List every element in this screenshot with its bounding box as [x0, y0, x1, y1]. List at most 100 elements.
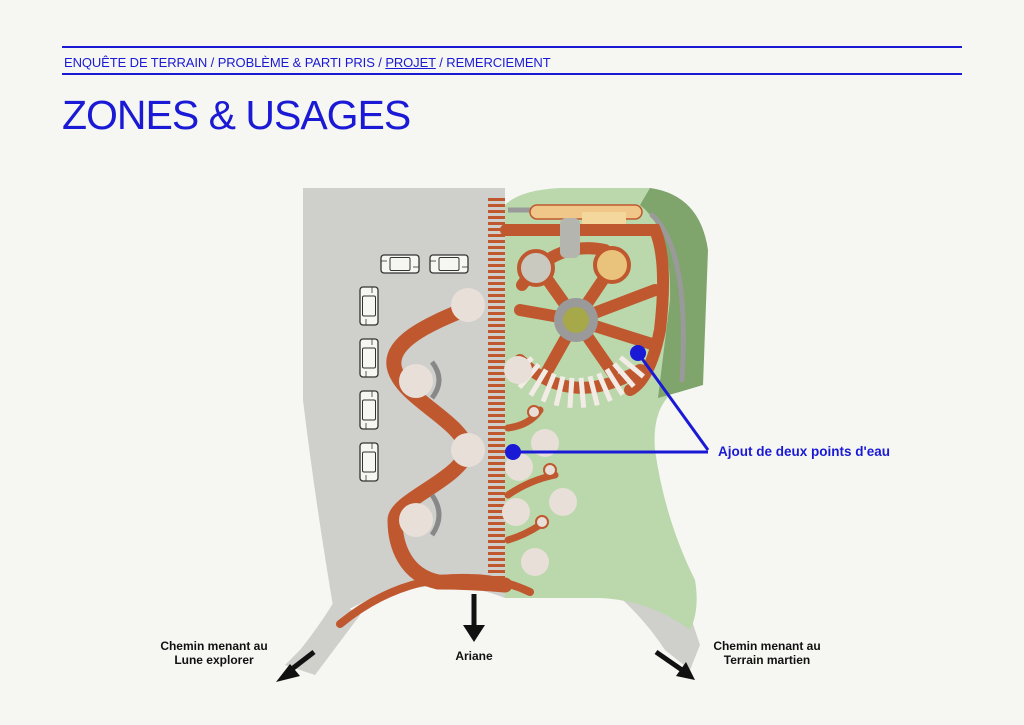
seat-circle [531, 429, 559, 457]
divider-stripe [488, 372, 505, 375]
divider-stripe [488, 264, 505, 267]
divider-stripe [488, 300, 505, 303]
divider-stripe [488, 288, 505, 291]
small-planter [543, 463, 557, 477]
divider-stripe [488, 240, 505, 243]
divider-stripe [488, 252, 505, 255]
step-segment [540, 372, 557, 403]
divider-stripe [488, 198, 505, 201]
bench-arc [429, 493, 442, 537]
car-icon [359, 390, 379, 430]
divider-stripe [488, 396, 505, 399]
slide [560, 218, 580, 258]
divider-stripe [488, 306, 505, 309]
seat-circle [399, 503, 433, 537]
bottom-sweep-path [336, 573, 534, 628]
car-icon [359, 442, 379, 482]
divider-stripe [488, 282, 505, 285]
divider-stripe [488, 516, 505, 519]
header-rule-bottom [62, 73, 962, 75]
step-segment [578, 377, 587, 408]
divider-stripe [488, 318, 505, 321]
divider-stripe [488, 552, 505, 555]
divider-stripe [488, 540, 505, 543]
car-icon [359, 338, 379, 378]
striped-divider [488, 198, 505, 579]
seat-circle [505, 453, 533, 481]
bench-arc [429, 360, 442, 400]
divider-stripe [488, 498, 505, 501]
seat-circle [451, 433, 485, 467]
car-icon [429, 254, 469, 274]
divider-stripe [488, 204, 505, 207]
divider-stripe [488, 444, 505, 447]
divider-stripe [488, 576, 505, 579]
exit-left-label-line1: Chemin menant au [160, 639, 267, 653]
page-title: ZONES & USAGES [62, 92, 411, 138]
divider-stripe [488, 402, 505, 405]
divider-stripe [488, 558, 505, 561]
exit-right-label-line1: Chemin menant au [713, 639, 820, 653]
seat-circle [504, 356, 532, 384]
planter-right [593, 246, 631, 284]
divider-stripe [488, 378, 505, 381]
divider-stripe [488, 246, 505, 249]
divider-stripe [488, 474, 505, 477]
divider-stripe [488, 360, 505, 363]
step-segment [604, 367, 625, 396]
divider-stripe [488, 570, 505, 573]
divider-stripe [488, 528, 505, 531]
header-rule-top [62, 46, 962, 48]
water-points-annotation: Ajout de deux points d'eau [718, 444, 890, 459]
nav-item-remerciement[interactable]: / REMERCIEMENT [439, 55, 551, 70]
annotation-leader [636, 352, 710, 451]
edge-walkway [649, 212, 686, 383]
nav-item-projet[interactable]: PROJET [385, 55, 436, 70]
divider-stripe [488, 504, 505, 507]
arrow-right-icon [654, 649, 695, 680]
divider-stripe [488, 312, 505, 315]
planter-left [517, 249, 555, 287]
divider-stripe [488, 390, 505, 393]
divider-stripe [488, 480, 505, 483]
seat-circle [451, 288, 485, 322]
divider-stripe [488, 216, 505, 219]
divider-stripe [488, 210, 505, 213]
divider-stripe [488, 486, 505, 489]
arrow-down-icon [463, 594, 485, 642]
divider-stripe [488, 414, 505, 417]
step-segment [612, 362, 636, 389]
divider-stripe [488, 564, 505, 567]
divider-stripe [488, 492, 505, 495]
central-tree [563, 307, 589, 333]
step-segment [596, 372, 613, 402]
seat-circle [549, 488, 577, 516]
step-segment [587, 375, 600, 406]
step-segment [567, 377, 575, 408]
divider-stripe [488, 228, 505, 231]
divider-stripe [488, 462, 505, 465]
step-segment [618, 355, 646, 379]
divider-stripe [488, 270, 505, 273]
hedge [640, 188, 708, 398]
divider-stripe [488, 366, 505, 369]
divider-stripe [488, 354, 505, 357]
small-planter [527, 405, 541, 419]
divider-stripe [488, 426, 505, 429]
divider-stripe [488, 222, 505, 225]
step-segment [528, 368, 549, 397]
car-icon [380, 254, 420, 274]
divider-stripe [488, 450, 505, 453]
divider-stripe [488, 432, 505, 435]
nav-item-enquete[interactable]: ENQUÊTE DE TERRAIN [64, 55, 208, 70]
divider-stripe [488, 330, 505, 333]
car-icon [359, 286, 379, 326]
breadcrumb-nav: ENQUÊTE DE TERRAIN / PROBLÈME & PARTI PR… [64, 55, 551, 70]
divider-stripe [488, 342, 505, 345]
seat-circle [521, 548, 549, 576]
exit-right-label-line2: Terrain martien [724, 653, 810, 667]
divider-stripe [488, 420, 505, 423]
divider-stripe [488, 258, 505, 261]
nav-item-probleme[interactable]: / PROBLÈME & PARTI PRIS / [210, 55, 382, 70]
